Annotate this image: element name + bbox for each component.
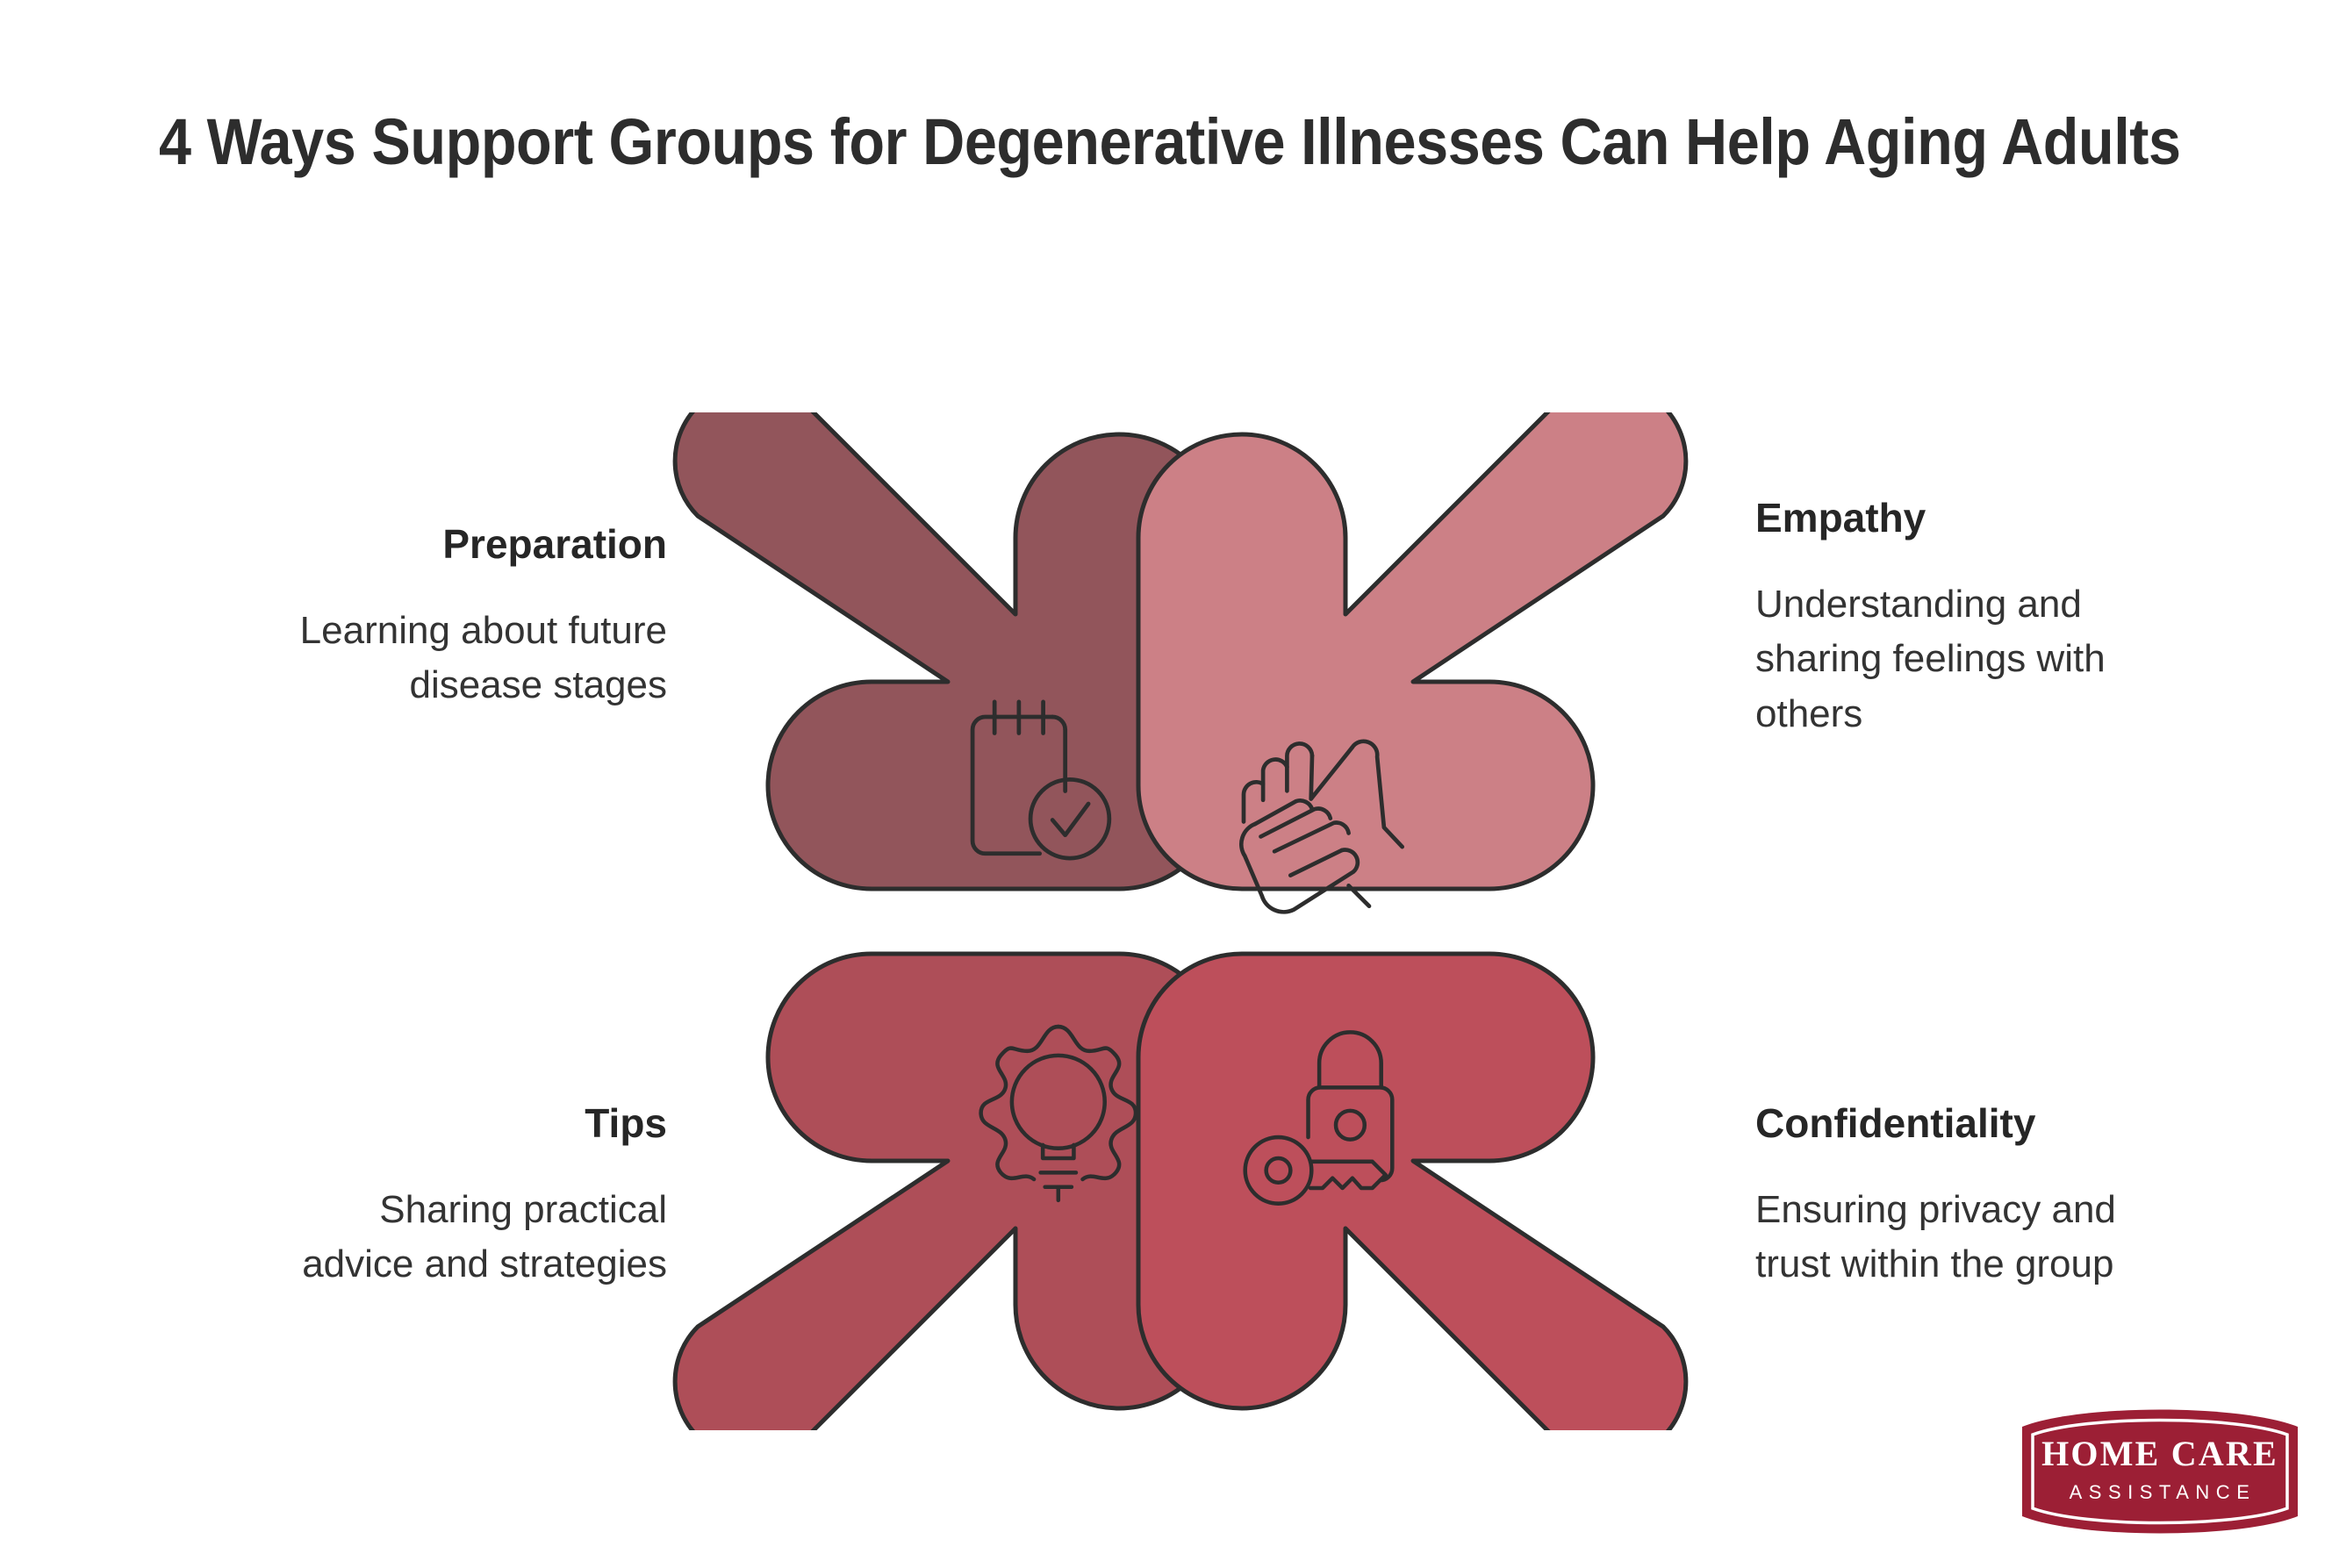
label-preparation: Preparation Learning about future diseas… bbox=[123, 522, 667, 713]
home-care-assistance-logo: HOME CARE ASSISTANCE bbox=[2019, 1397, 2301, 1546]
label-empathy: Empathy Understanding and sharing feelin… bbox=[1755, 496, 2300, 741]
quadrant-empathy[interactable] bbox=[1136, 412, 1689, 891]
heading-preparation: Preparation bbox=[442, 521, 667, 567]
label-tips: Tips Sharing practical advice and strate… bbox=[123, 1101, 667, 1292]
page-title-text: 4 Ways Support Groups for Degenerative I… bbox=[158, 105, 2181, 178]
logo-badge-inner-border bbox=[2031, 1418, 2289, 1525]
arrow-cluster bbox=[671, 412, 1690, 1430]
logo-line-2: ASSISTANCE bbox=[2070, 1481, 2256, 1503]
calendar-check-icon bbox=[970, 699, 1112, 861]
heading-confidentiality: Confidentiality bbox=[1755, 1100, 2036, 1146]
heading-empathy: Empathy bbox=[1755, 495, 1926, 541]
helping-hands-icon bbox=[1239, 739, 1405, 914]
lightbulb-idea-icon bbox=[979, 1024, 1138, 1203]
description-tips: Sharing practical advice and strategies bbox=[302, 1187, 667, 1286]
logo-line-1: HOME CARE bbox=[2041, 1434, 2278, 1473]
description-preparation: Learning about future disease stages bbox=[299, 608, 667, 707]
description-confidentiality: Ensuring privacy and trust within the gr… bbox=[1755, 1187, 2116, 1286]
heading-tips: Tips bbox=[585, 1100, 667, 1146]
logo-badge-outer bbox=[2022, 1409, 2298, 1534]
lock-key-icon bbox=[1243, 1030, 1395, 1206]
description-empathy: Understanding and sharing feelings with … bbox=[1755, 582, 2106, 735]
label-confidentiality: Confidentiality Ensuring privacy and tru… bbox=[1755, 1101, 2300, 1292]
page-title: 4 Ways Support Groups for Degenerative I… bbox=[47, 104, 2293, 180]
quadrant-confidentiality[interactable] bbox=[1136, 951, 1689, 1430]
